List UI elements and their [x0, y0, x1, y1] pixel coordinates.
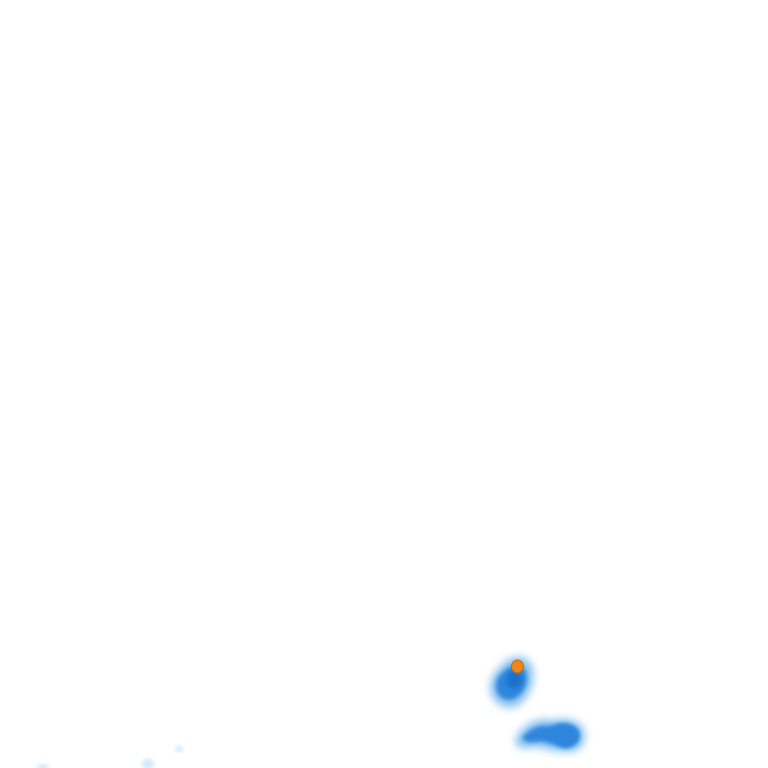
precip-light-echoes	[37, 746, 183, 768]
precip-light-echo	[37, 764, 49, 768]
precip-heavy-band-east	[554, 724, 579, 748]
precip-cell-south	[514, 718, 586, 753]
precip-light-echo	[142, 759, 154, 768]
precip-light-echo	[175, 746, 183, 752]
precip-cell-north	[489, 656, 534, 709]
precip-extreme-core	[511, 659, 524, 674]
precip-intense-spot	[506, 671, 522, 689]
